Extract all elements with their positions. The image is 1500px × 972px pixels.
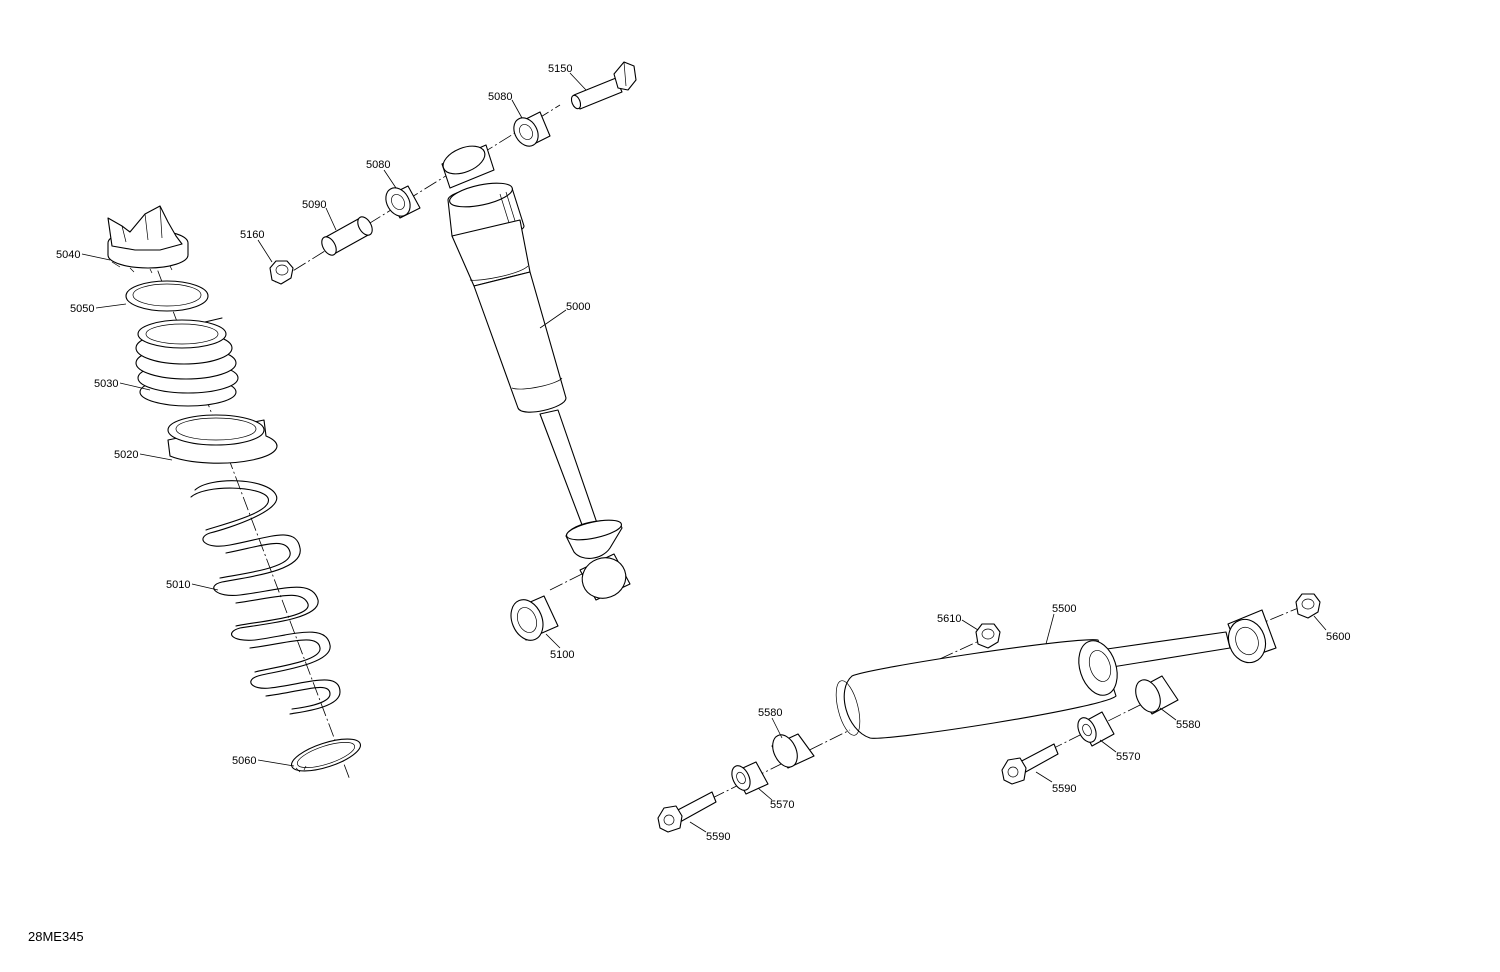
bushing-5580-right [1135, 675, 1179, 715]
tender-spring-5030 [135, 317, 239, 407]
nut-5160 [269, 260, 294, 285]
label-5610: 5610 [937, 613, 961, 625]
washer-5050 [125, 280, 209, 312]
main-spring-5010 [190, 480, 341, 715]
label-5030: 5030 [94, 378, 118, 390]
spring-collar-5040 [107, 205, 189, 274]
bushing-5100 [510, 595, 559, 641]
label-5080-upper: 5080 [488, 91, 512, 103]
bushing-5080-lower [385, 185, 421, 219]
label-5570-right: 5570 [1116, 751, 1140, 763]
label-5040: 5040 [56, 249, 80, 261]
steering-damper-5500 [835, 609, 1277, 739]
spacer-5090 [321, 216, 373, 256]
part-number-labels: 5000 5010 5020 5030 5040 5050 5060 5080 … [56, 63, 1350, 843]
bolt-5590-right [1001, 743, 1059, 785]
label-5060: 5060 [232, 755, 256, 767]
nut-5600 [1295, 593, 1321, 619]
label-5090: 5090 [302, 199, 326, 211]
label-5570-left: 5570 [770, 799, 794, 811]
figure-reference-code: 28ME345 [28, 929, 84, 944]
spring-clip-5060 [291, 738, 361, 773]
label-5600: 5600 [1326, 631, 1350, 643]
nut-5610 [975, 623, 1001, 649]
axis-lines [149, 104, 1309, 819]
shock-absorber-5000 [441, 144, 631, 601]
label-5580-left: 5580 [758, 707, 782, 719]
label-5080-lower: 5080 [366, 159, 390, 171]
spacer-5570-left [731, 761, 769, 795]
leader-lines [81, 72, 1327, 833]
spacer-5570-right [1077, 711, 1115, 747]
spring-guide-5020 [167, 414, 278, 464]
label-5160: 5160 [240, 229, 264, 241]
label-5010: 5010 [166, 579, 190, 591]
label-5590-right: 5590 [1052, 783, 1076, 795]
label-5100: 5100 [550, 649, 574, 661]
bushing-5080-upper [513, 111, 551, 147]
label-5050: 5050 [70, 303, 94, 315]
label-5580-right: 5580 [1176, 719, 1200, 731]
bolt-5590-left [657, 791, 717, 833]
bushing-5580-left [771, 733, 815, 769]
label-5020: 5020 [114, 449, 138, 461]
label-5590-left: 5590 [706, 831, 730, 843]
bolt-5150 [570, 61, 637, 110]
label-5500: 5500 [1052, 603, 1076, 615]
label-5000: 5000 [566, 301, 590, 313]
label-5150: 5150 [548, 63, 572, 75]
